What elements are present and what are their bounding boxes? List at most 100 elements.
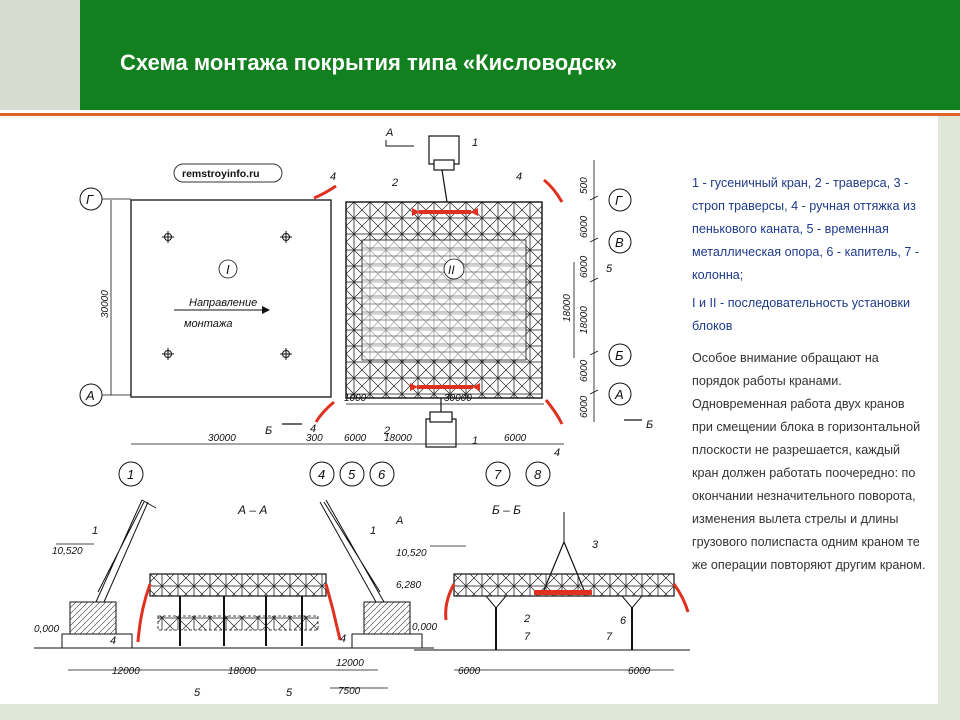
dim-30000-bottom: 30000 — [208, 433, 236, 444]
note-paragraph: Особое внимание обращают на порядок рабо… — [692, 351, 926, 572]
axis-number-circles — [118, 461, 551, 487]
direction-label: Направление — [189, 297, 257, 309]
dim-6000-plan-right: 6000 — [504, 433, 527, 444]
dim-18000-a: 18000 — [228, 666, 256, 677]
watermark-badge — [173, 163, 283, 183]
dim-6000-plan: 6000 — [344, 433, 367, 444]
dim-18000-inner: 18000 — [562, 294, 573, 322]
axis-g-right: Г — [615, 193, 623, 208]
header-accent-line — [0, 113, 960, 116]
axis-4: 4 — [318, 467, 325, 482]
cut-b-left: Б — [265, 425, 272, 437]
cut-a-top: А — [385, 127, 393, 139]
callout-4-a-left: 4 — [110, 635, 116, 647]
callout-5-a-left: 5 — [194, 687, 201, 699]
callout-4-a-right: 4 — [340, 633, 346, 645]
callout-5-plan: 5 — [606, 263, 613, 275]
axis-8: 8 — [534, 467, 542, 482]
header-band — [80, 0, 960, 110]
sequence-paragraph: I и II - последовательность установки бл… — [692, 296, 911, 333]
callout-6-b: 6 — [620, 615, 627, 627]
dim-7500: 7500 — [338, 686, 361, 697]
block-1-columns — [162, 231, 292, 360]
callout-1-bottom: 1 — [472, 435, 478, 447]
dim-6000-b-right: 6000 — [628, 666, 651, 677]
section-a-columns — [179, 596, 303, 646]
axis-b-right: Б — [615, 348, 624, 363]
guy-rope-left-a — [136, 583, 152, 643]
axis-letters-left — [79, 187, 103, 407]
callout-7-b-left: 7 — [524, 631, 531, 643]
axis-5: 5 — [348, 467, 356, 482]
axis-v-right: В — [615, 235, 624, 250]
callout-4-bl: 4 — [310, 423, 316, 435]
dim-6000-top: 6000 — [579, 215, 590, 238]
callout-4-tr: 4 — [516, 171, 522, 183]
crane-left-a — [61, 499, 157, 649]
dim-30000-left: 30000 — [100, 290, 111, 318]
header-divider — [0, 110, 960, 113]
cut-a-bottom: А — [395, 515, 403, 527]
dim-12000-r: 12000 — [336, 658, 364, 669]
dim-500: 500 — [579, 177, 590, 194]
section-b-label: Б – Б — [492, 503, 521, 517]
crane-1-plan-bottom — [425, 398, 457, 448]
callout-7-b-right: 7 — [606, 631, 613, 643]
block-2-inner-lines — [362, 247, 526, 353]
dim-6000-b-left: 6000 — [458, 666, 481, 677]
axis-6: 6 — [378, 467, 386, 482]
block-1-outline — [130, 199, 332, 398]
callout-2-bottom: 2 — [383, 425, 390, 437]
watermark-text: remstroyinfo.ru — [182, 168, 260, 180]
cut-b-right: Б — [646, 419, 653, 431]
axis-letters-right — [608, 188, 632, 406]
axis-a-right: А — [614, 387, 624, 402]
dim-300: 300 — [306, 433, 323, 444]
axis-7: 7 — [494, 467, 502, 482]
elev-10520-b: 10,520 — [396, 548, 427, 559]
elev-0000-a: 0,000 — [34, 624, 59, 635]
description-column: 1 - гусеничный кран, 2 - траверса, 3 - с… — [692, 172, 928, 577]
callout-4-br: 4 — [554, 447, 560, 459]
dim-6000-mid: 6000 — [579, 255, 590, 278]
elev-6280-b: 6,280 — [396, 580, 421, 591]
axis-1: 1 — [127, 467, 134, 482]
elev-0000-b: 0,000 — [412, 622, 437, 633]
callout-1-a-right: 1 — [370, 525, 376, 537]
dim-6000-a: 6000 — [579, 395, 590, 418]
callout-2-top: 2 — [391, 177, 398, 189]
callout-1-a-left: 1 — [92, 525, 98, 537]
callout-1-top: 1 — [472, 137, 478, 149]
legend-paragraph: 1 - гусеничный кран, 2 - траверса, 3 - с… — [692, 176, 920, 282]
slide-title: Схема монтажа покрытия типа «Кисловодск» — [120, 50, 618, 75]
traverse-red — [534, 590, 592, 595]
callout-2-b: 2 — [523, 613, 530, 625]
dim-12000: 12000 — [112, 666, 140, 677]
dim-1000: 1000 — [344, 393, 367, 404]
dim-18000-right: 18000 — [579, 306, 590, 334]
callout-3-b: 3 — [592, 539, 599, 551]
section-a-truss-lower — [157, 615, 319, 631]
callout-4-tl: 4 — [330, 171, 336, 183]
right-margin-strip — [938, 116, 960, 720]
guy-ropes-b — [444, 583, 690, 621]
guy-rope-right-a — [324, 583, 342, 641]
bottom-margin-strip — [0, 704, 960, 720]
right-dim-ticks — [589, 195, 599, 395]
axis-a-left: А — [85, 388, 95, 403]
block-1-label: I — [226, 262, 230, 277]
svg-text:II: II — [448, 263, 455, 277]
dim-30000-block: 30000 — [444, 393, 472, 404]
callout-5-a-right: 5 — [286, 687, 293, 699]
header-left-strip — [0, 0, 80, 110]
guy-ropes-plan — [313, 178, 564, 425]
section-a-label: А – А — [237, 503, 267, 517]
assembly-drawing: I Направление монтажа remstroyinfo.ru II… — [34, 127, 690, 699]
axis-g-left: Г — [86, 192, 94, 207]
traverse-markers-red — [410, 208, 480, 391]
elev-10520-a: 10,520 — [52, 546, 83, 557]
direction-label-2: монтажа — [184, 318, 233, 330]
crane-1-plan-top — [428, 135, 460, 203]
dim-18000-plan: 18000 — [384, 433, 412, 444]
dim-6000-b: 6000 — [579, 359, 590, 382]
